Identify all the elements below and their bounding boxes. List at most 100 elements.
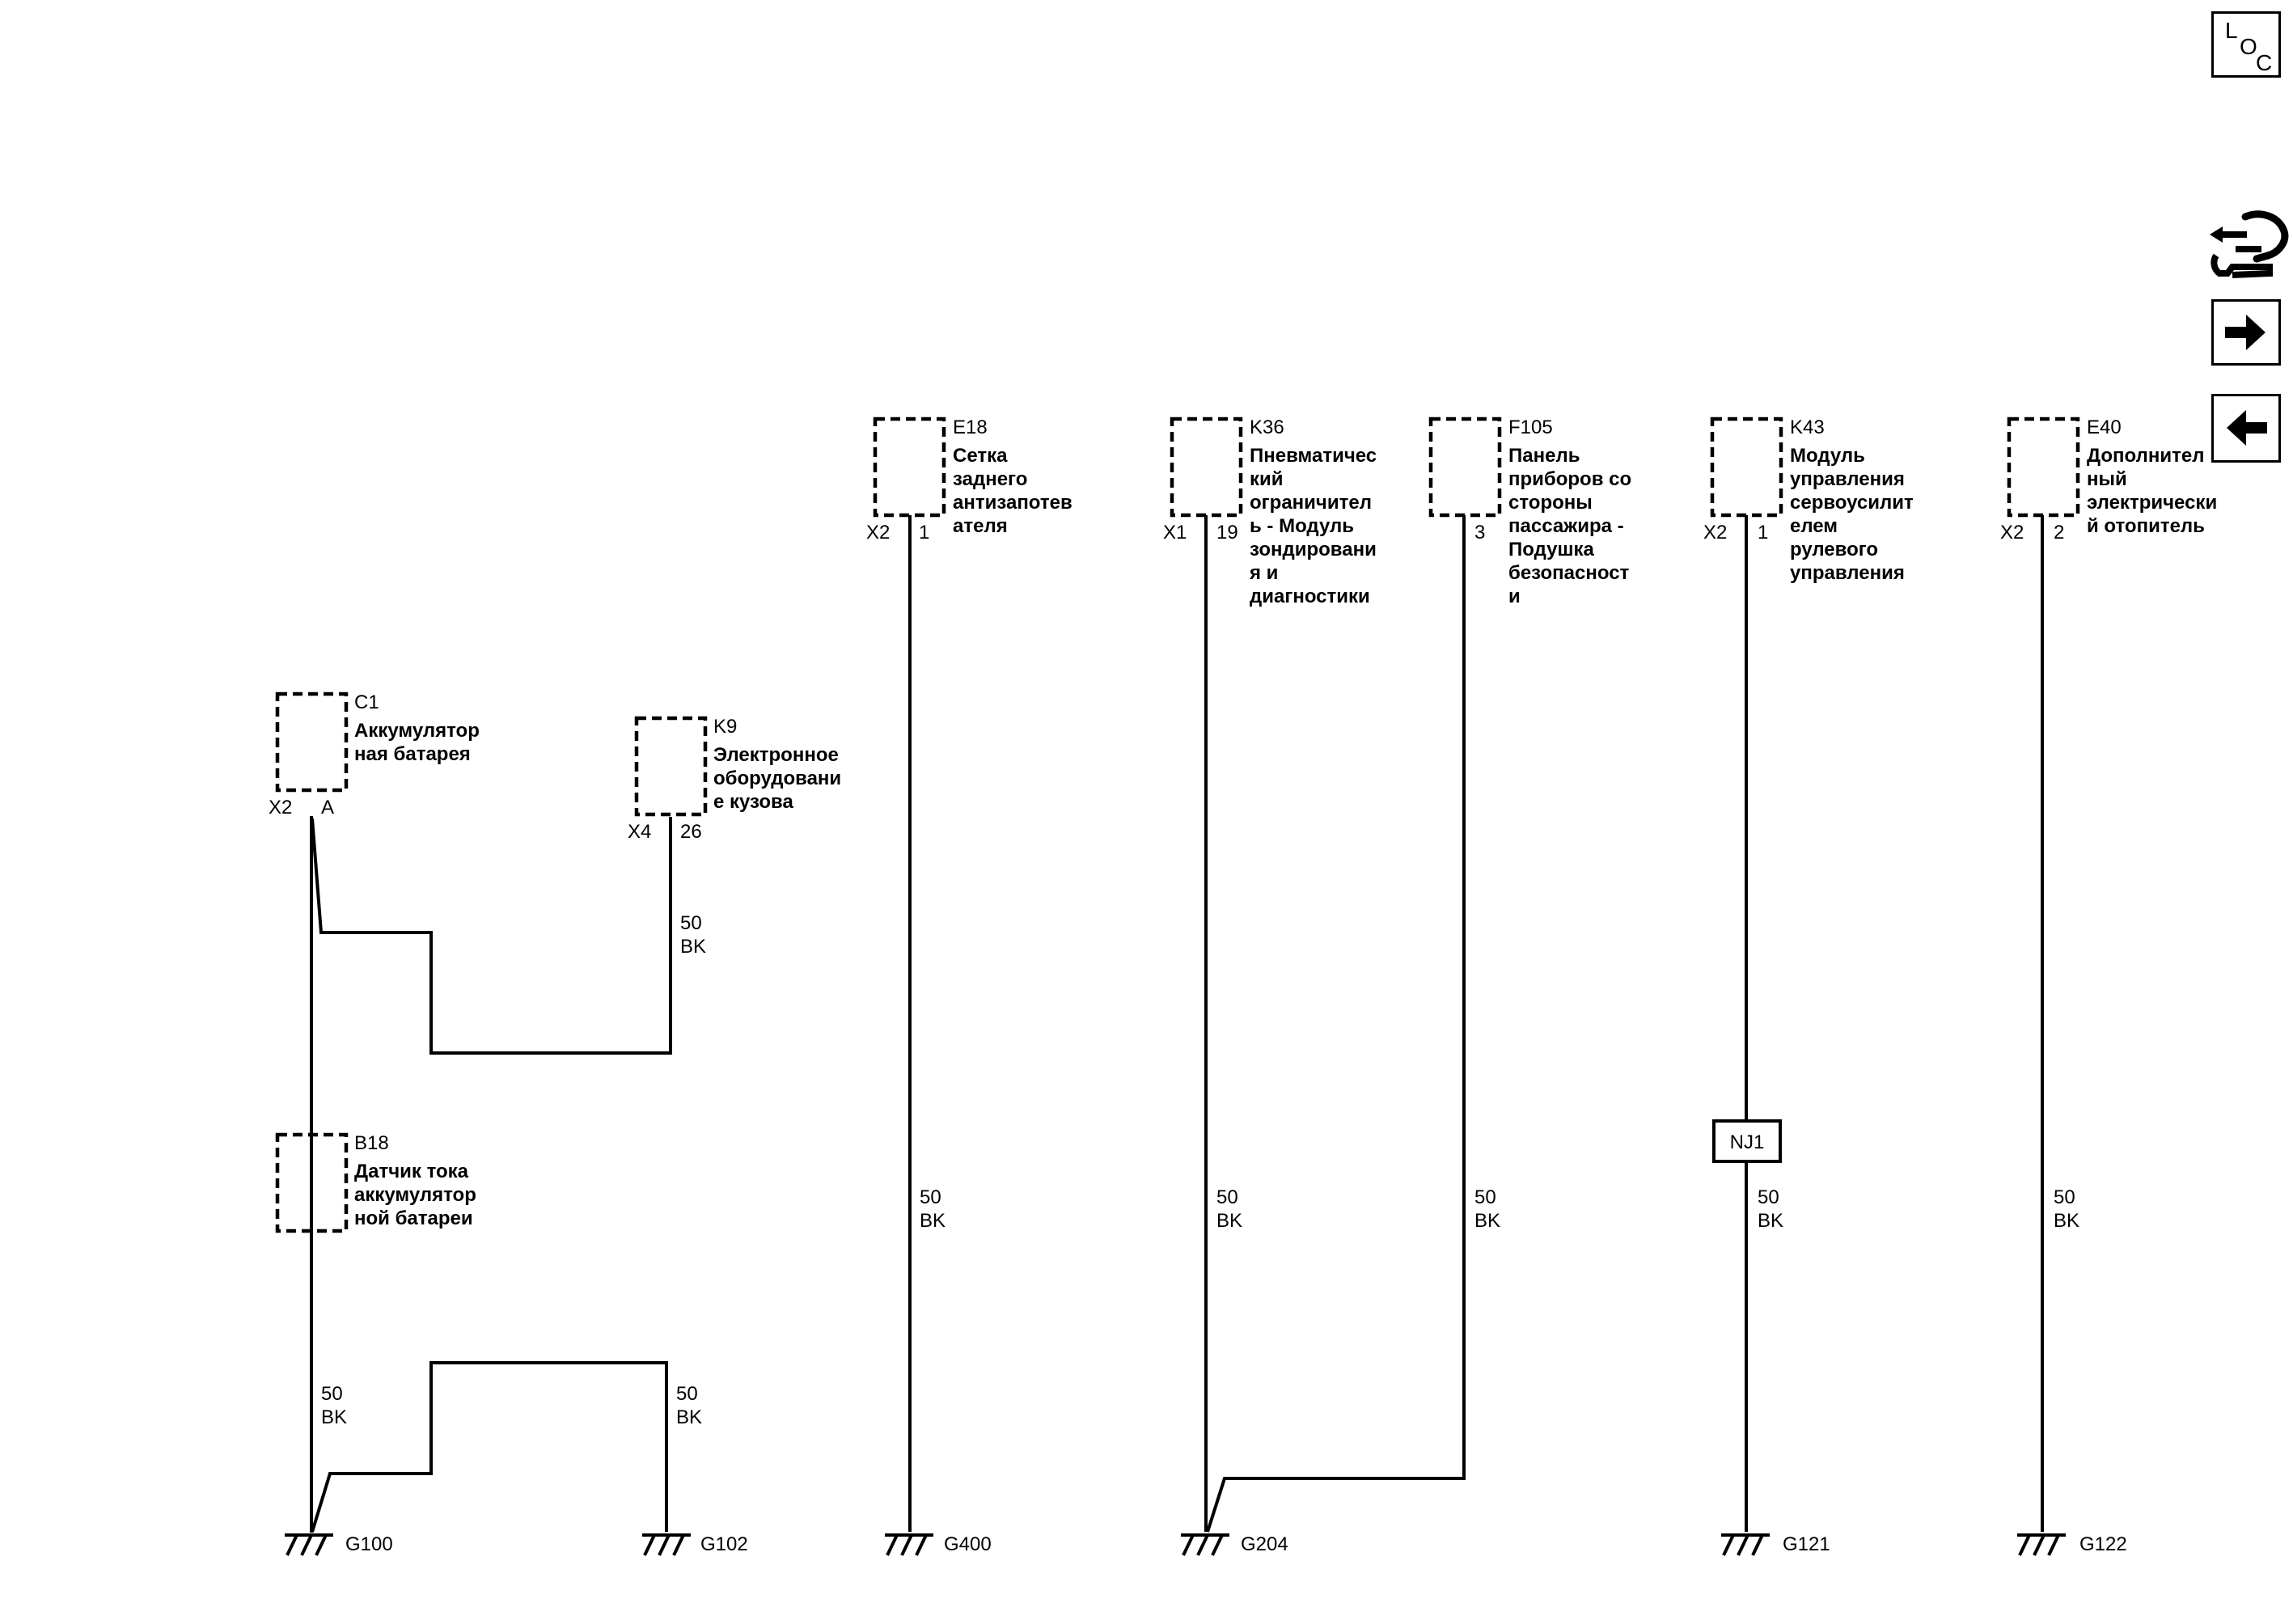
- component-box: [1710, 417, 1783, 518]
- component-name: безопасност: [1508, 562, 1630, 584]
- component-name: Модуль: [1790, 445, 1865, 467]
- component-name: аккумулятор: [354, 1184, 476, 1206]
- ground-icon: [285, 1533, 333, 1556]
- pin-label: 19: [1216, 522, 1238, 543]
- component-name: пассажира -: [1508, 515, 1624, 537]
- component-ref: E18: [953, 417, 988, 438]
- pin-label: 1: [1758, 522, 1768, 543]
- component-e18: E18 Сетка заднего антизапотев ателя X2 1: [866, 417, 1072, 543]
- component-ref: K43: [1790, 417, 1825, 438]
- ground-icon: [1181, 1533, 1229, 1556]
- component-name: Сетка: [953, 445, 1008, 467]
- wire-f105-g204: [1206, 515, 1466, 1533]
- ground-label: G100: [345, 1533, 393, 1555]
- component-box: [873, 417, 946, 518]
- component-name: управления: [1790, 468, 1905, 490]
- arrow-right-icon[interactable]: [2211, 299, 2281, 366]
- wire-size: 50: [680, 912, 702, 934]
- component-box: [1170, 417, 1243, 518]
- connector-label: X2: [2000, 522, 2024, 543]
- splice-box: [1712, 1119, 1782, 1163]
- component-name: Пневматичес: [1250, 445, 1377, 467]
- pin-label: A: [321, 797, 334, 818]
- component-name: зондировани: [1250, 539, 1377, 560]
- ground-label: G102: [700, 1533, 748, 1555]
- wiring-harness-icon[interactable]: [2205, 202, 2289, 283]
- pin-label: 26: [680, 821, 702, 843]
- pin-label: 3: [1474, 522, 1485, 543]
- component-name: Панель: [1508, 445, 1580, 467]
- ground-icon: [1721, 1533, 1770, 1556]
- loc-letter: O: [2240, 34, 2257, 59]
- component-box: [275, 691, 349, 793]
- component-b18: B18 Датчик тока аккумулятор ной батареи: [275, 1132, 476, 1233]
- ground-g100: G100: [285, 1533, 393, 1556]
- wire-color: BK: [2054, 1210, 2079, 1232]
- ground-icon: [885, 1533, 933, 1556]
- ground-g122: G122: [2017, 1533, 2127, 1556]
- component-name: Аккумулятор: [354, 720, 480, 742]
- component-ref: K9: [713, 716, 737, 738]
- component-name: стороны: [1508, 492, 1593, 514]
- component-name: Дополнител: [2087, 445, 2204, 467]
- component-name: й отопитель: [2087, 515, 2205, 537]
- arrow-left-icon[interactable]: [2211, 394, 2281, 463]
- component-e40: E40 Дополнител ный электрически й отопит…: [2000, 417, 2217, 543]
- ground-label: G121: [1783, 1533, 1830, 1555]
- ground-label: G122: [2079, 1533, 2127, 1555]
- connector-label: X4: [628, 821, 651, 843]
- ground-icon: [642, 1533, 691, 1556]
- connector-label: X2: [269, 797, 292, 818]
- component-name: ной батареи: [354, 1207, 473, 1229]
- wire-color: BK: [680, 936, 706, 958]
- splice-nj1: NJ1: [1712, 1119, 1782, 1163]
- loc-letter: L: [2225, 18, 2238, 43]
- component-name: оборудовани: [713, 768, 841, 789]
- component-name: е кузова: [713, 791, 793, 813]
- component-name: сервоусилит: [1790, 492, 1914, 514]
- component-name: кий: [1250, 468, 1284, 490]
- wire-g100-g102: [311, 1361, 668, 1533]
- wire-size: 50: [1216, 1186, 1238, 1208]
- ground-g121: G121: [1721, 1533, 1830, 1556]
- wire-color: BK: [1474, 1210, 1500, 1232]
- component-name: ная батарея: [354, 743, 471, 765]
- pin-label: 2: [2054, 522, 2064, 543]
- wires: [310, 515, 2044, 1533]
- wire-size: 50: [2054, 1186, 2075, 1208]
- component-box: [634, 716, 708, 817]
- component-name: я и: [1249, 562, 1278, 584]
- ground-icon: [2017, 1533, 2066, 1556]
- component-ref: K36: [1250, 417, 1284, 438]
- component-name: Электронное: [713, 744, 839, 766]
- component-name: антизапотев: [953, 492, 1072, 514]
- loc-icon[interactable]: L O C: [2211, 11, 2281, 78]
- loc-letter: C: [2256, 50, 2272, 75]
- ground-g400: G400: [885, 1533, 992, 1556]
- component-box: [275, 1132, 349, 1233]
- component-name: рулевого: [1790, 539, 1878, 560]
- ground-label: G204: [1241, 1533, 1288, 1555]
- wire-size: 50: [321, 1383, 343, 1405]
- pin-label: 1: [919, 522, 929, 543]
- wire-color: BK: [920, 1210, 946, 1232]
- splice-label: NJ1: [1730, 1131, 1765, 1153]
- component-name: приборов со: [1508, 468, 1631, 490]
- wire-size: 50: [676, 1383, 698, 1405]
- component-name: ь - Модуль: [1250, 515, 1354, 537]
- wire-color: BK: [1216, 1210, 1242, 1232]
- component-c1: C1 Аккумулятор ная батарея X2 A: [269, 691, 480, 818]
- connector-label: X2: [1703, 522, 1727, 543]
- component-k9: K9 Электронное оборудовани е кузова X4 2…: [628, 716, 841, 843]
- component-name: управления: [1790, 562, 1905, 584]
- connector-label: X2: [866, 522, 890, 543]
- ground-g102: G102: [642, 1533, 748, 1556]
- component-name: ограничител: [1250, 492, 1372, 514]
- component-box: [1428, 417, 1502, 518]
- wire-color: BK: [1758, 1210, 1783, 1232]
- component-name: заднего: [953, 468, 1027, 490]
- component-k36: K36 Пневматичес кий ограничител ь - Моду…: [1163, 417, 1377, 607]
- wire-size: 50: [1474, 1186, 1496, 1208]
- component-box: [2007, 417, 2080, 518]
